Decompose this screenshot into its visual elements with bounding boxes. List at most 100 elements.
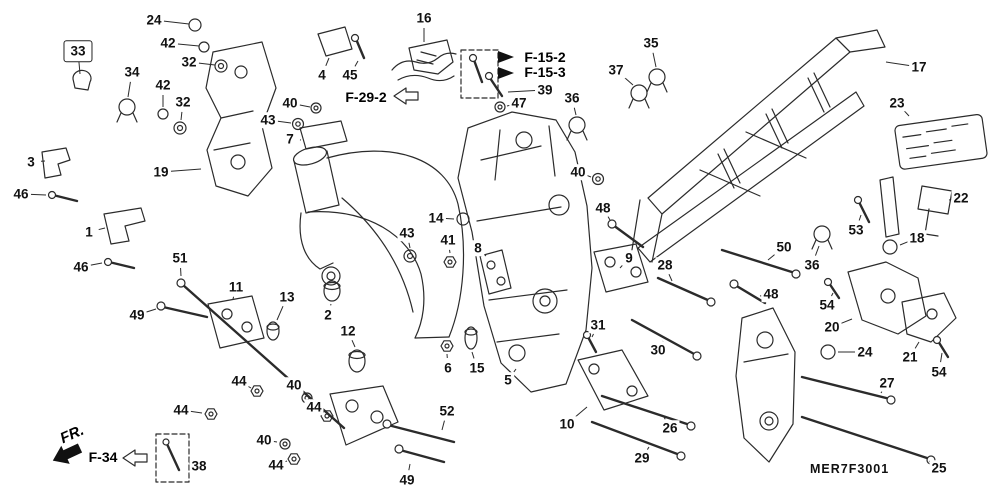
leader-line-40 [299, 104, 311, 108]
leader-line-27 [880, 391, 883, 394]
leader-line-9 [619, 265, 623, 269]
leader-line-10 [574, 406, 588, 418]
part-callout-49: 49 [127, 307, 147, 323]
part-callout-32: 32 [173, 94, 193, 110]
ref-f-29-2[interactable]: F-29-2 [343, 89, 389, 105]
f-29-2-arrow-icon [393, 87, 419, 105]
leader-line-45 [354, 60, 359, 67]
lower-left-hanger-plates [207, 295, 399, 446]
part-callout-19: 19 [151, 164, 171, 180]
ref-f-15-3[interactable]: F-15-3 [522, 64, 568, 80]
leader-line-8 [484, 254, 487, 257]
part-callout-40: 40 [254, 432, 274, 448]
ref-f-15-2[interactable]: F-15-2 [522, 49, 568, 65]
mount-plates [479, 243, 649, 411]
part-callout-1: 1 [83, 224, 95, 240]
leader-line-21 [914, 341, 920, 349]
part-callout-53: 53 [846, 222, 866, 238]
part-callout-18: 18 [907, 230, 927, 246]
rear-engine-hanger [735, 307, 796, 463]
part-callout-24: 24 [144, 12, 164, 28]
front-upper-bracket [205, 41, 277, 197]
part-callout-47: 47 [509, 95, 529, 111]
part-callout-9: 9 [623, 250, 635, 266]
part-callout-16: 16 [414, 10, 434, 26]
part-callout-52: 52 [437, 403, 457, 419]
part-callout-32: 32 [179, 54, 199, 70]
leader-line-29 [646, 446, 650, 450]
part-callout-43: 43 [397, 225, 417, 241]
leader-line-36 [814, 245, 820, 256]
top-small-brackets-and-harness [299, 26, 457, 150]
part-callout-23: 23 [887, 95, 907, 111]
part-callout-54: 54 [929, 364, 949, 380]
part-callout-21: 21 [900, 349, 920, 365]
leader-line-54 [831, 292, 834, 297]
part-callout-6: 6 [442, 360, 454, 376]
part-callout-27: 27 [877, 375, 897, 391]
part-callout-5: 5 [502, 372, 514, 388]
part-callout-13: 13 [277, 289, 297, 305]
part-callout-44: 44 [171, 402, 191, 418]
bolts [47, 33, 950, 472]
leader-line-5 [513, 368, 517, 373]
leader-line-53 [858, 214, 862, 221]
part-callout-10: 10 [557, 416, 577, 432]
part-callout-40: 40 [568, 164, 588, 180]
ref-f-34[interactable]: F-34 [86, 449, 120, 465]
fr-direction-arrow-icon [52, 443, 83, 464]
part-callout-44: 44 [229, 373, 249, 389]
leader-line-12 [351, 339, 356, 348]
leader-line-28 [668, 273, 673, 282]
f-34-arrow-icon [122, 449, 148, 467]
part-callout-11: 11 [226, 279, 246, 295]
leader-line-44 [285, 460, 288, 463]
part-callout-28: 28 [655, 257, 675, 273]
part-callout-8: 8 [472, 240, 484, 256]
leader-line-32 [180, 111, 183, 121]
leader-line-18 [899, 241, 908, 246]
part-callout-25: 25 [929, 460, 949, 476]
leader-line-52 [441, 420, 445, 431]
leader-line-19 [170, 168, 202, 172]
part-callout-24: 24 [855, 344, 875, 360]
leader-line-43 [277, 120, 292, 124]
part-callout-31: 31 [588, 317, 608, 333]
part-callout-48: 48 [593, 200, 613, 216]
part-callout-17: 17 [909, 59, 929, 75]
leader-line-11 [232, 296, 235, 300]
leader-line-49 [408, 463, 411, 471]
left-small-brackets [41, 147, 146, 245]
leader-line-34 [127, 81, 131, 98]
leader-line-54 [940, 352, 943, 363]
leader-line-31 [591, 333, 594, 338]
ref-arrows [52, 51, 514, 467]
part-callout-2: 2 [322, 307, 334, 323]
cable-clamps [116, 68, 833, 250]
leader-line-17 [885, 61, 910, 66]
part-callout-42: 42 [158, 35, 178, 51]
leader-line-32 [198, 62, 216, 66]
part-callout-20: 20 [822, 319, 842, 335]
part-callout-22: 22 [951, 190, 971, 206]
part-callout-33: 33 [63, 40, 93, 62]
leader-line-37 [623, 76, 634, 86]
part-callout-12: 12 [338, 323, 358, 339]
leader-line-49 [146, 308, 157, 313]
leader-line-4 [325, 57, 330, 66]
leader-line-39 [507, 90, 536, 93]
leader-line-35 [652, 52, 657, 68]
leader-line-46 [90, 262, 103, 266]
part-callout-54: 54 [817, 297, 837, 313]
part-callout-43: 43 [258, 112, 278, 128]
part-callout-38: 38 [189, 458, 209, 474]
leader-line-42 [177, 43, 200, 47]
part-callout-35: 35 [641, 35, 661, 51]
leader-line-20 [841, 318, 853, 324]
part-callout-36: 36 [562, 90, 582, 106]
battery-tray [894, 113, 988, 170]
part-callout-29: 29 [632, 450, 652, 466]
leader-line-44 [190, 410, 203, 414]
